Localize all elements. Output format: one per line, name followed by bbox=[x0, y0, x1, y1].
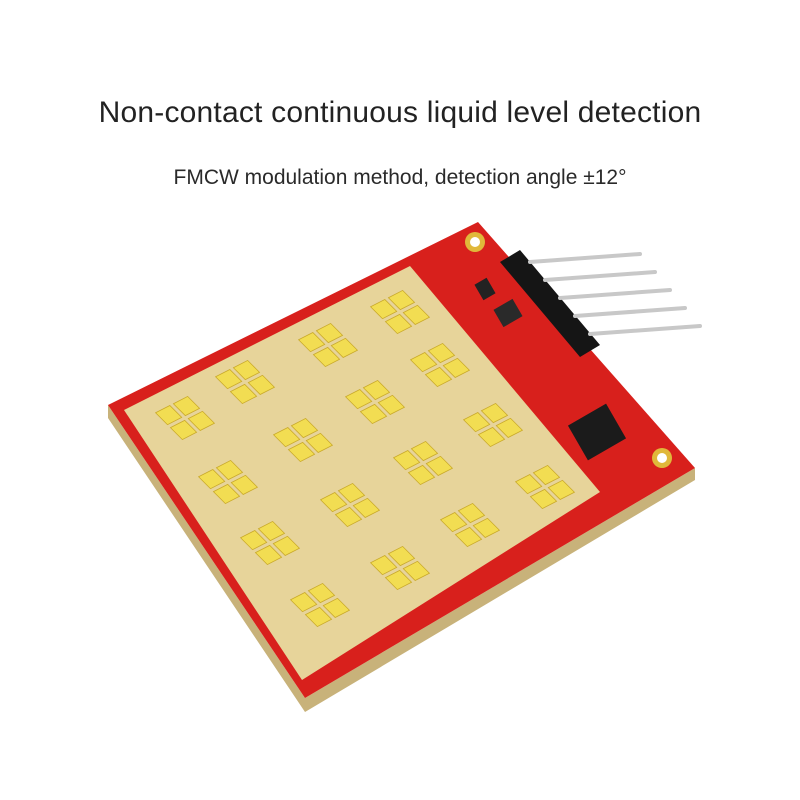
antenna-patch-group bbox=[214, 359, 276, 405]
antenna-patch-group bbox=[272, 417, 334, 463]
antenna-patch bbox=[297, 332, 326, 353]
antenna-patch bbox=[305, 432, 334, 453]
radar-chip bbox=[493, 298, 523, 328]
antenna-patch-group bbox=[154, 395, 216, 441]
antenna-patch-group bbox=[319, 482, 381, 528]
antenna-patch bbox=[472, 517, 501, 538]
antenna-patch bbox=[304, 606, 333, 628]
pcb-board bbox=[108, 222, 702, 712]
antenna-patch bbox=[387, 545, 416, 567]
antenna-patch bbox=[239, 530, 268, 551]
antenna-patch bbox=[424, 366, 453, 388]
antenna-patch-group bbox=[439, 502, 501, 548]
antenna-patch bbox=[247, 374, 276, 395]
header-pins bbox=[528, 252, 702, 336]
antenna-patch bbox=[212, 483, 241, 505]
pin-header bbox=[500, 250, 600, 357]
antenna-patch bbox=[480, 402, 509, 424]
antenna-patch bbox=[254, 544, 283, 566]
antenna-patch bbox=[477, 426, 506, 448]
antenna-patch bbox=[337, 482, 366, 504]
antenna-patch bbox=[187, 410, 216, 431]
antenna-patch bbox=[257, 520, 286, 542]
antenna-patch bbox=[322, 597, 351, 618]
antenna-patch-group bbox=[289, 582, 351, 628]
antenna-patch bbox=[169, 419, 198, 441]
antenna-patch bbox=[462, 412, 491, 433]
antenna-patch bbox=[319, 492, 348, 513]
antenna-patch bbox=[377, 394, 406, 415]
antenna-patch bbox=[230, 474, 259, 495]
antenna-patch bbox=[287, 441, 316, 463]
antenna-patch-group bbox=[297, 322, 359, 368]
antenna-patch bbox=[312, 346, 341, 368]
antenna-patch bbox=[425, 455, 454, 476]
antenna-array bbox=[154, 289, 576, 628]
antenna-patch bbox=[215, 459, 244, 481]
antenna-patch bbox=[410, 440, 439, 462]
transistor bbox=[474, 277, 496, 301]
antenna-patch bbox=[272, 535, 301, 556]
antenna-patch-group bbox=[197, 459, 259, 505]
antenna-patch bbox=[384, 313, 413, 335]
mcu-chip bbox=[567, 403, 627, 461]
antenna-patch-group bbox=[409, 342, 471, 388]
mount-hole bbox=[470, 237, 480, 247]
antenna-patch bbox=[407, 464, 436, 486]
antenna-patch bbox=[307, 582, 336, 604]
header-pin bbox=[543, 270, 657, 282]
header-pin bbox=[558, 288, 672, 300]
antenna-patch bbox=[352, 497, 381, 518]
antenna-patch bbox=[514, 474, 543, 495]
antenna-patch bbox=[387, 289, 416, 311]
antenna-patch-group bbox=[239, 520, 301, 566]
antenna-patch bbox=[547, 479, 576, 500]
antenna-patch bbox=[330, 337, 359, 358]
antenna-patch bbox=[495, 417, 524, 438]
subheadline: FMCW modulation method, detection angle … bbox=[173, 166, 627, 189]
header-pin bbox=[528, 252, 642, 264]
antenna-patch bbox=[289, 592, 318, 613]
antenna-patch bbox=[392, 450, 421, 471]
antenna-patch bbox=[454, 526, 483, 548]
antenna-patch bbox=[427, 342, 456, 364]
antenna-patch-group bbox=[514, 464, 576, 510]
antenna-patch bbox=[334, 506, 363, 528]
antenna-patch bbox=[369, 555, 398, 576]
antenna-patch bbox=[272, 427, 301, 448]
antenna-patch bbox=[344, 389, 373, 410]
antenna-patch bbox=[290, 417, 319, 439]
header-pin bbox=[573, 306, 687, 318]
antenna-patch-group bbox=[462, 402, 524, 448]
antenna-patch bbox=[229, 383, 258, 405]
antenna-patch bbox=[232, 359, 261, 381]
antenna-patch-group bbox=[369, 289, 431, 335]
antenna-patch bbox=[362, 379, 391, 401]
header-pin bbox=[588, 324, 702, 336]
antenna-patch bbox=[439, 512, 468, 533]
antenna-patch-group bbox=[344, 379, 406, 425]
headline: Non-contact continuous liquid level dete… bbox=[98, 96, 702, 129]
antenna-patch bbox=[369, 299, 398, 320]
antenna-patch bbox=[315, 322, 344, 344]
antenna-patch bbox=[402, 304, 431, 325]
antenna-patch bbox=[214, 369, 243, 390]
antenna-patch-group bbox=[369, 545, 431, 591]
antenna-patch bbox=[532, 464, 561, 486]
antenna-patch bbox=[457, 502, 486, 524]
antenna-patch bbox=[529, 488, 558, 510]
antenna-patch bbox=[172, 395, 201, 417]
pcb-edge bbox=[108, 405, 695, 712]
antenna-patch bbox=[384, 569, 413, 591]
antenna-patch bbox=[442, 357, 471, 378]
antenna-patch bbox=[409, 352, 438, 373]
antenna-patch bbox=[197, 469, 226, 490]
antenna-patch bbox=[359, 403, 388, 425]
antenna-patch bbox=[154, 405, 183, 426]
antenna-patch bbox=[402, 560, 431, 581]
mount-hole bbox=[657, 453, 667, 463]
antenna-patch-group bbox=[392, 440, 454, 486]
